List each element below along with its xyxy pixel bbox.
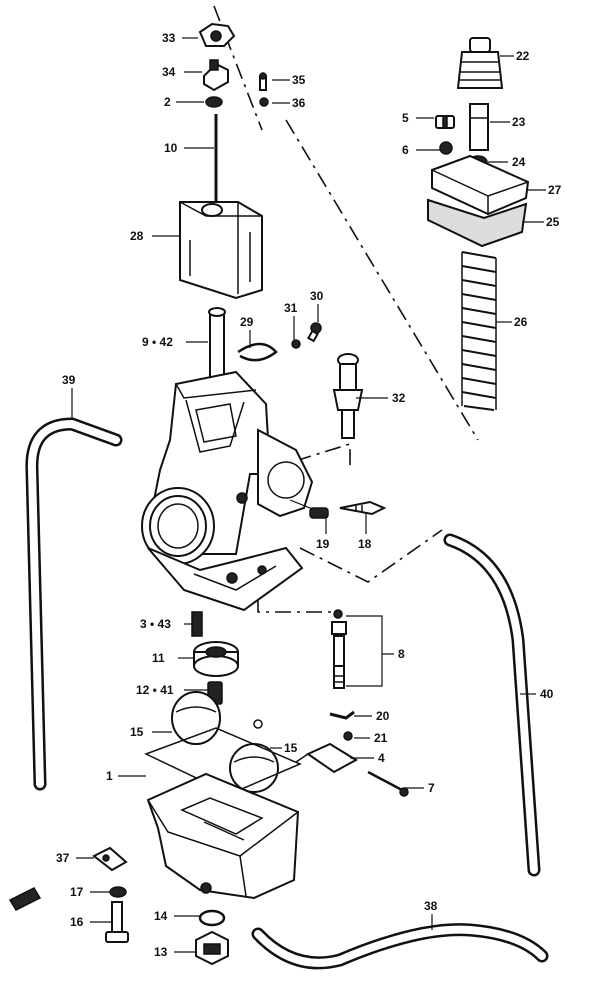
part-6-nut	[439, 141, 453, 155]
float-chamber	[146, 772, 300, 900]
part-labels: 33 34 35 2 36 10 28 9 • 42 29 31 30 32 3…	[56, 31, 562, 959]
part-5-screw	[435, 115, 455, 129]
boundary-line-diagonal	[285, 119, 479, 441]
front-arrow-mark	[8, 887, 42, 911]
part-16-bolt	[105, 901, 129, 943]
carburetor-body	[141, 370, 321, 612]
label-21: 21	[374, 731, 388, 745]
part-18-pilot-screw	[339, 500, 387, 516]
label-33: 33	[162, 31, 176, 45]
label-8: 8	[398, 647, 405, 661]
part-36-washer	[259, 97, 269, 107]
label-3-43: 3 • 43	[140, 617, 171, 631]
part-19-spring-screw	[309, 507, 329, 519]
label-36: 36	[292, 96, 306, 110]
part-31-nut	[291, 339, 301, 349]
boundary-line-side	[265, 442, 351, 471]
label-37: 37	[56, 851, 70, 865]
boundary-line-lower	[299, 529, 443, 583]
label-35: 35	[292, 73, 306, 87]
label-15b: 15	[284, 741, 298, 755]
label-24: 24	[512, 155, 526, 169]
part-float-pin-ring	[253, 719, 263, 729]
part-4-float-pin-bracket	[295, 742, 358, 774]
label-23: 23	[512, 115, 526, 129]
part-11-float-valve-seat	[193, 641, 239, 677]
label-34: 34	[162, 65, 176, 79]
label-39: 39	[62, 373, 76, 387]
part-40-vent-hose	[443, 533, 541, 877]
label-16: 16	[70, 915, 84, 929]
part-33-cap-nut	[198, 22, 236, 47]
part-21-screw	[343, 731, 353, 741]
label-15a: 15	[130, 725, 144, 739]
label-11: 11	[152, 651, 165, 665]
label-31: 31	[284, 301, 298, 315]
part-32-starter-plunger	[332, 353, 364, 439]
label-17: 17	[70, 885, 84, 899]
part-17-washer	[109, 886, 127, 898]
part-34-cable-adjuster	[203, 59, 229, 92]
label-29: 29	[240, 315, 254, 329]
label-1: 1	[106, 769, 113, 783]
part-3-43-jet	[191, 611, 203, 637]
part-38-overflow-hose	[251, 923, 549, 970]
part-25-gasket	[427, 198, 528, 248]
part-20-float-arm	[329, 710, 355, 720]
part-37-bracket	[92, 846, 128, 872]
label-40: 40	[540, 687, 554, 701]
label-14: 14	[154, 909, 168, 923]
label-4: 4	[378, 751, 385, 765]
part-26-spring	[461, 251, 497, 411]
label-28: 28	[130, 229, 144, 243]
part-22-starter-cap	[456, 37, 504, 89]
label-5: 5	[402, 111, 409, 125]
part-7-screw	[367, 770, 409, 797]
part-23-adjuster	[469, 103, 489, 151]
part-2-washer	[205, 96, 223, 108]
label-38: 38	[424, 899, 438, 913]
label-13: 13	[154, 945, 168, 959]
part-39-vent-hose	[25, 417, 123, 791]
label-26: 26	[514, 315, 528, 329]
label-27: 27	[548, 183, 562, 197]
part-35-screw	[259, 72, 267, 91]
part-15b-float	[229, 743, 279, 793]
leader-lines	[71, 37, 546, 953]
label-30: 30	[310, 289, 324, 303]
label-22: 22	[516, 49, 530, 63]
label-10: 10	[164, 141, 178, 155]
label-19: 19	[316, 537, 330, 551]
label-32: 32	[392, 391, 406, 405]
part-13-drain-plug	[195, 930, 229, 966]
label-6: 6	[402, 143, 409, 157]
label-20: 20	[376, 709, 390, 723]
label-25: 25	[546, 215, 560, 229]
part-8-float-needle-assembly	[331, 609, 347, 689]
boundary-line-bracket	[257, 598, 332, 613]
label-18: 18	[358, 537, 372, 551]
part-29-clip	[237, 342, 278, 362]
label-12-41: 12 • 41	[136, 683, 174, 697]
label-9-42: 9 • 42	[142, 335, 173, 349]
part-30-screw	[307, 322, 322, 343]
label-2: 2	[164, 95, 171, 109]
part-28-throttle-valve	[179, 201, 263, 300]
part-14-o-ring	[198, 909, 226, 927]
label-7: 7	[428, 781, 435, 795]
part-9-42-needle-jet	[208, 307, 226, 383]
part-27-bracket	[431, 154, 530, 216]
